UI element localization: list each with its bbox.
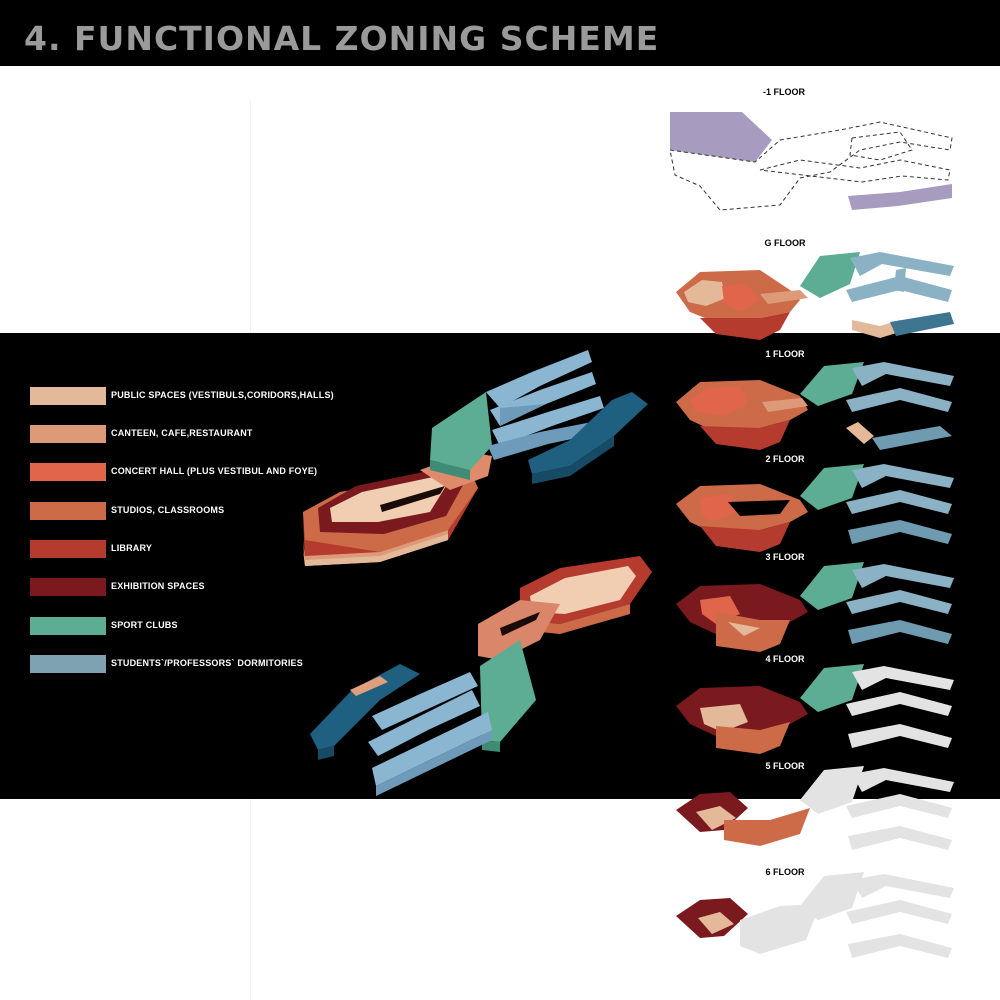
floor-plan-3: [676, 562, 954, 652]
floor-plan-1: [676, 362, 954, 450]
legend-swatch: [30, 540, 106, 558]
floor-label-basement: -1 FLOOR: [763, 87, 805, 97]
legend-label: SPORT CLUBS: [111, 620, 178, 630]
legend-swatch: [30, 463, 106, 481]
legend-label: CONCERT HALL (PLUS VESTIBUL AND FOYE): [111, 466, 318, 476]
legend-swatch: [30, 578, 106, 596]
floor-label-6: 6 FLOOR: [765, 867, 805, 877]
floor-label-3: 3 FLOOR: [765, 552, 805, 562]
floor-plan-ground: [676, 252, 954, 340]
legend-label: STUDENTS`/PROFESSORS` DORMITORIES: [111, 658, 303, 668]
header-bar: 4. FUNCTIONAL ZONING SCHEME: [0, 0, 1000, 66]
floor-plan-4: [676, 664, 954, 754]
legend-swatch: [30, 502, 106, 520]
legend-label: STUDIOS, CLASSROOMS: [111, 505, 225, 515]
legend-label: CANTEEN, CAFE,RESTAURANT: [111, 428, 253, 438]
floor-plan-2: [676, 464, 954, 552]
legend-swatch: [30, 655, 106, 673]
axonometric-model-upper: [303, 350, 652, 796]
page-title: 4. FUNCTIONAL ZONING SCHEME: [24, 19, 660, 58]
floor-plan-5: [676, 766, 954, 850]
floor-plan-basement: [669, 112, 953, 211]
legend-swatch: [30, 387, 106, 405]
floor-label-2: 2 FLOOR: [765, 454, 805, 464]
legend-swatch: [30, 425, 106, 443]
floor-label-5: 5 FLOOR: [765, 761, 805, 771]
floor-label-1: 1 FLOOR: [765, 349, 805, 359]
legend-label: EXHIBITION SPACES: [111, 581, 205, 591]
floor-plan-6: [676, 872, 954, 958]
floor-label-4: 4 FLOOR: [765, 654, 805, 664]
legend-label: LIBRARY: [111, 543, 153, 553]
floor-label-ground: G FLOOR: [764, 238, 806, 248]
legend-label: PUBLIC SPACES (VESTIBULS,CORIDORS,HALLS): [111, 390, 334, 400]
legend-swatch: [30, 617, 106, 635]
